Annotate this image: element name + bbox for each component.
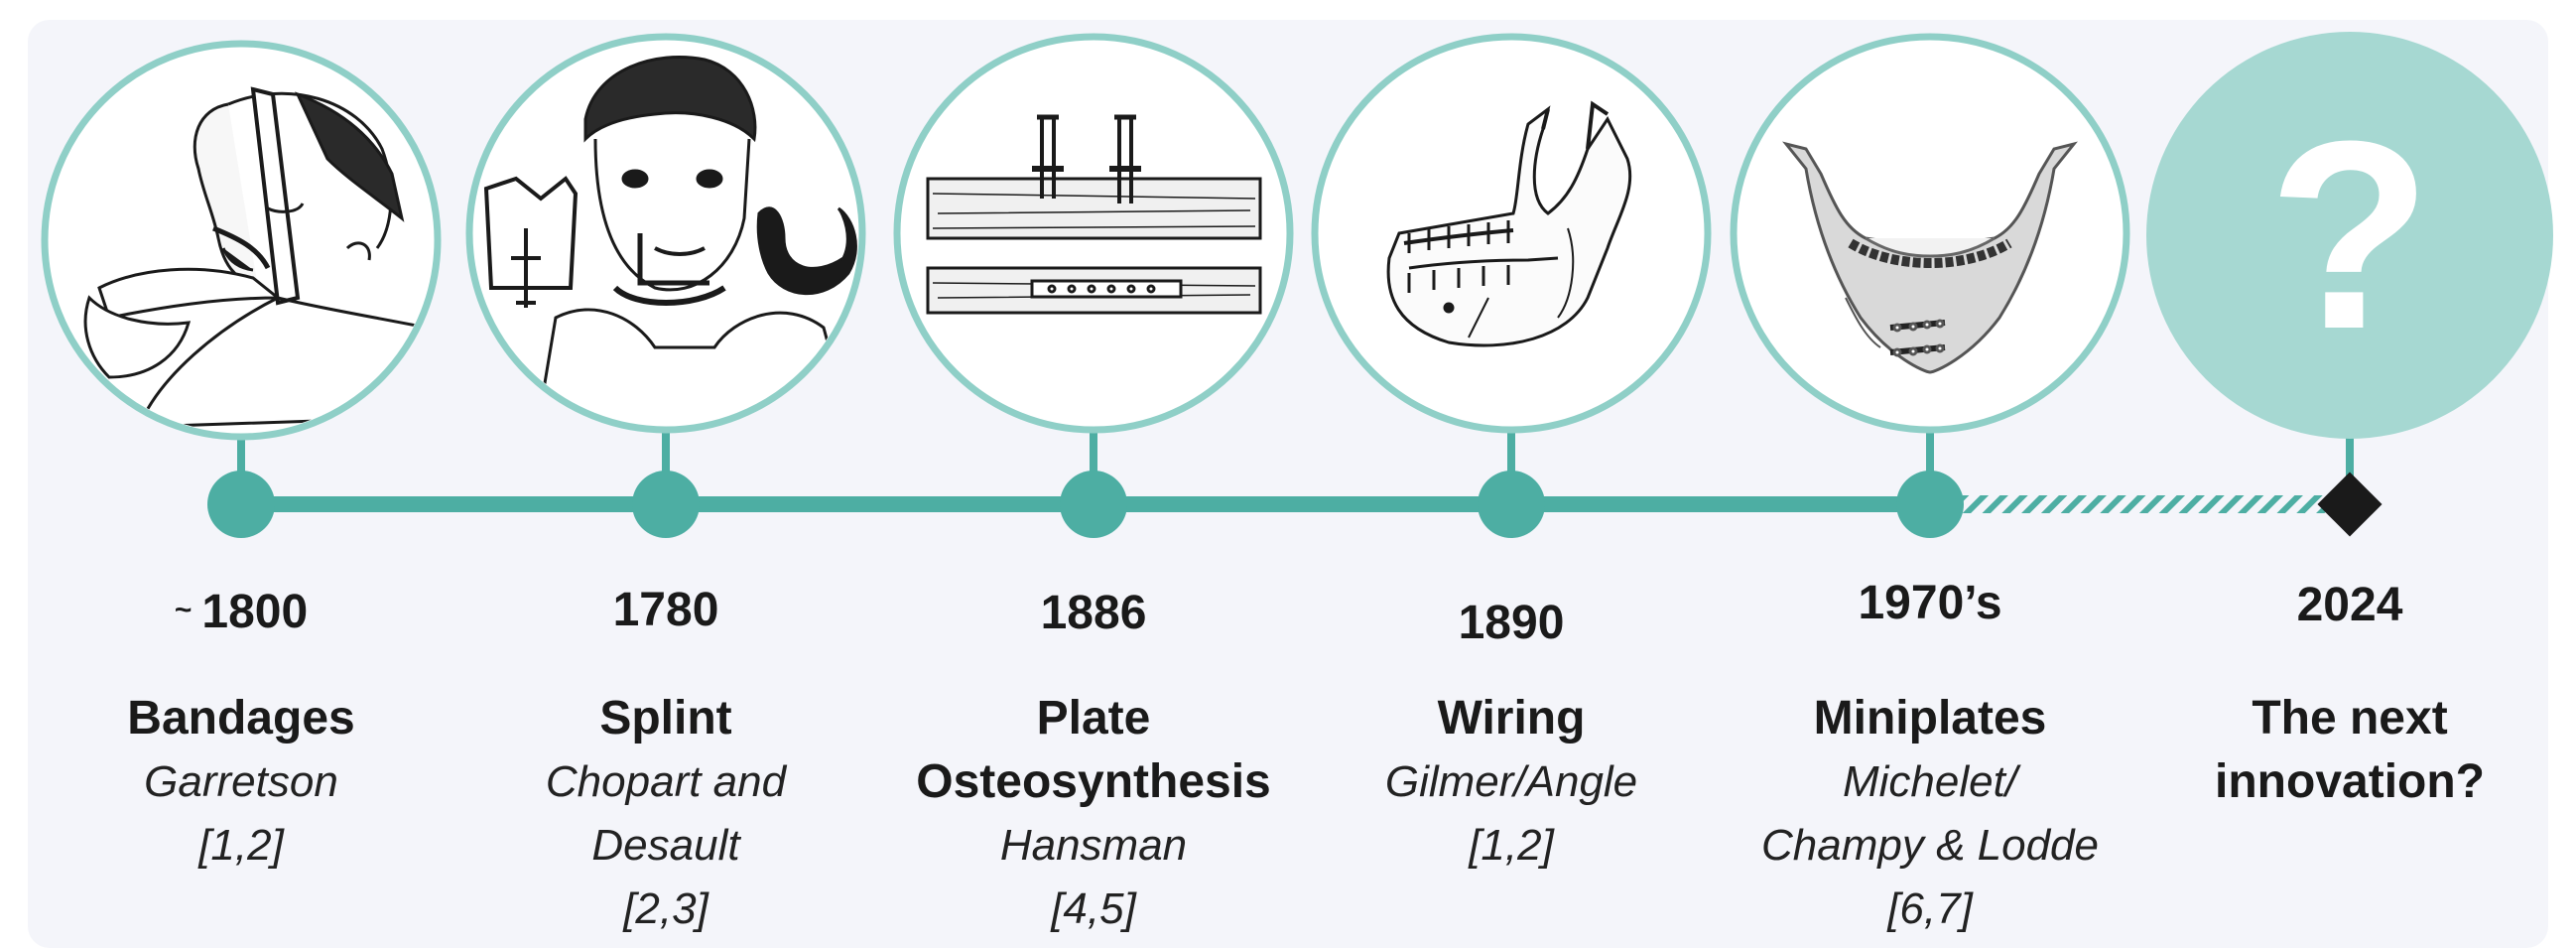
timeline-node-4	[1478, 471, 1545, 538]
milestone-text-6: The next innovation?	[2136, 687, 2563, 814]
milestone-text-3: Plate Osteosynthesis Hansman [4,5]	[880, 687, 1307, 941]
milestone-name: Miniplates	[1717, 687, 2143, 750]
milestone-text-1: Bandages Garretson [1,2]	[28, 687, 454, 878]
milestone-name: Bandages	[28, 687, 454, 750]
bone-plate-illustration	[897, 37, 1290, 430]
milestone-text-2: Splint Chopart and Desault [2,3]	[452, 687, 879, 941]
question-mark-icon: ?	[2146, 32, 2553, 439]
timeline-node-5	[1896, 471, 1964, 538]
milestone-author-line2: Champy & Lodde	[1717, 814, 2143, 878]
timeline-future-segment	[1945, 495, 2352, 513]
milestone-author: Gilmer/Angle	[1298, 750, 1725, 814]
timeline-node-2	[632, 471, 700, 538]
milestone-name-line2: Osteosynthesis	[880, 750, 1307, 814]
year-label-6: 2024	[2136, 578, 2563, 633]
year-approx-prefix: ~	[175, 594, 193, 626]
year-label-5: 1970’s	[1717, 576, 2143, 631]
milestone-refs: [4,5]	[880, 878, 1307, 941]
milestone-refs: [2,3]	[452, 878, 879, 941]
milestone-author-line1: Chopart and	[452, 750, 879, 814]
milestone-refs: [6,7]	[1717, 878, 2143, 941]
milestone-author: Hansman	[880, 814, 1307, 878]
wired-mandible-illustration	[1315, 37, 1708, 430]
milestone-author-line2: Desault	[452, 814, 879, 878]
timeline-node-1	[207, 471, 275, 538]
splint-device-illustration	[469, 37, 862, 437]
milestone-name-line1: Plate	[880, 687, 1307, 750]
milestone-text-4: Wiring Gilmer/Angle [1,2]	[1298, 687, 1725, 878]
year-label-2: 1780	[452, 583, 879, 638]
milestone-name-line1: The next	[2136, 687, 2563, 750]
timeline-node-3	[1060, 471, 1127, 538]
milestone-text-5: Miniplates Michelet/ Champy & Lodde [6,7…	[1717, 687, 2143, 941]
milestone-name: Wiring	[1298, 687, 1725, 750]
svg-text:?: ?	[2268, 86, 2432, 385]
year-label-4: 1890	[1298, 596, 1725, 651]
milestone-name-line2: innovation?	[2136, 750, 2563, 814]
milestone-author: Garretson	[28, 750, 454, 814]
bandaged-head-illustration	[45, 44, 438, 437]
year-label-1: ~1800	[28, 583, 454, 640]
mandible-miniplates-illustration	[1734, 37, 2126, 430]
year-label-3: 1886	[880, 586, 1307, 641]
milestone-refs: [1,2]	[1298, 814, 1725, 878]
timeline-end-diamond	[2317, 472, 2382, 536]
milestone-refs: [1,2]	[28, 814, 454, 878]
milestone-name: Splint	[452, 687, 879, 750]
milestone-author-line1: Michelet/	[1717, 750, 2143, 814]
